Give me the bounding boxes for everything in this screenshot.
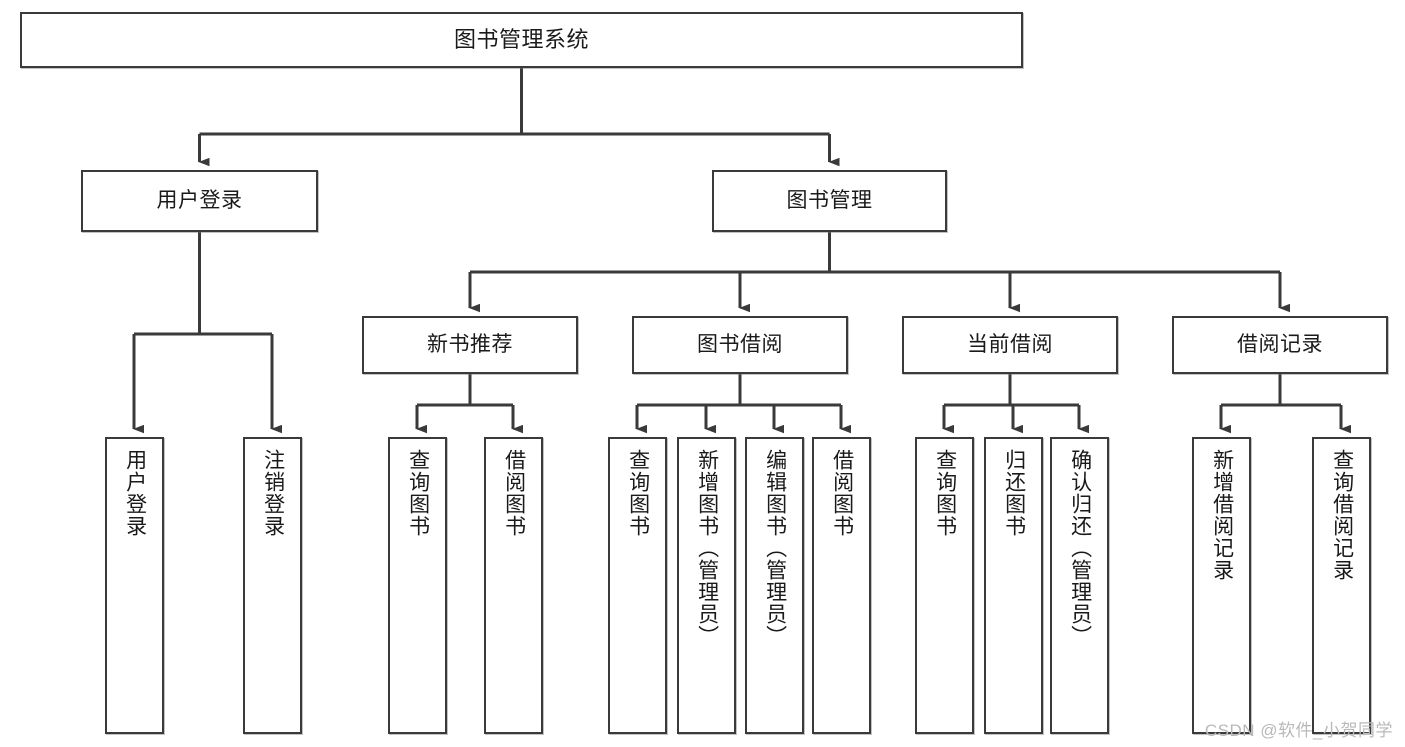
node-label: 图书管理	[786, 188, 873, 212]
node-new-book-recommend[interactable]: 新书推荐	[362, 316, 578, 374]
leaf-borrow-book-recommend[interactable]: 借阅图书	[484, 437, 543, 734]
node-label: 当前借阅	[967, 332, 1053, 356]
node-label: 查询图书	[626, 449, 650, 537]
node-label: 查询图书	[406, 449, 430, 537]
node-label: 归还图书	[1002, 449, 1026, 537]
leaf-confirm-return-admin[interactable]: 确认归还（管理员）	[1050, 437, 1109, 734]
leaf-user-login[interactable]: 用户登录	[105, 437, 164, 734]
leaf-query-borrow-record[interactable]: 查询借阅记录	[1312, 437, 1371, 734]
node-book-management[interactable]: 图书管理	[712, 170, 947, 232]
node-label: 用户登录	[123, 449, 147, 537]
leaf-query-book-current[interactable]: 查询图书	[915, 437, 974, 734]
node-label: 查询借阅记录	[1330, 449, 1354, 581]
node-label: 借阅图书	[830, 449, 854, 537]
node-label: 用户登录	[156, 188, 243, 212]
node-user-login[interactable]: 用户登录	[81, 170, 318, 232]
leaf-query-book-recommend[interactable]: 查询图书	[388, 437, 447, 734]
node-root-system[interactable]: 图书管理系统	[20, 12, 1023, 68]
node-label: 图书借阅	[697, 332, 783, 356]
node-label: 借阅记录	[1237, 332, 1323, 356]
leaf-add-book-admin[interactable]: 新增图书（管理员）	[677, 437, 736, 734]
node-label: 图书管理系统	[453, 27, 589, 53]
node-label: 注销登录	[261, 449, 285, 537]
node-current-borrow[interactable]: 当前借阅	[902, 316, 1118, 374]
leaf-edit-book-admin[interactable]: 编辑图书（管理员）	[745, 437, 804, 734]
leaf-add-borrow-record[interactable]: 新增借阅记录	[1192, 437, 1251, 734]
node-label: 新增借阅记录	[1210, 449, 1234, 581]
node-label: 新书推荐	[427, 332, 513, 356]
leaf-query-book-borrow[interactable]: 查询图书	[608, 437, 667, 734]
leaf-borrow-book[interactable]: 借阅图书	[812, 437, 871, 734]
node-label: 查询图书	[933, 449, 957, 537]
node-label: 编辑图书（管理员）	[763, 449, 787, 647]
node-book-borrow[interactable]: 图书借阅	[632, 316, 848, 374]
node-label: 新增图书（管理员）	[695, 449, 719, 647]
leaf-return-book[interactable]: 归还图书	[984, 437, 1043, 734]
node-label: 借阅图书	[502, 449, 526, 537]
node-borrow-record[interactable]: 借阅记录	[1172, 316, 1388, 374]
node-label: 确认归还（管理员）	[1068, 449, 1092, 647]
leaf-logout[interactable]: 注销登录	[243, 437, 302, 734]
csdn-watermark: CSDN @软件_小贺同学	[1204, 721, 1393, 740]
